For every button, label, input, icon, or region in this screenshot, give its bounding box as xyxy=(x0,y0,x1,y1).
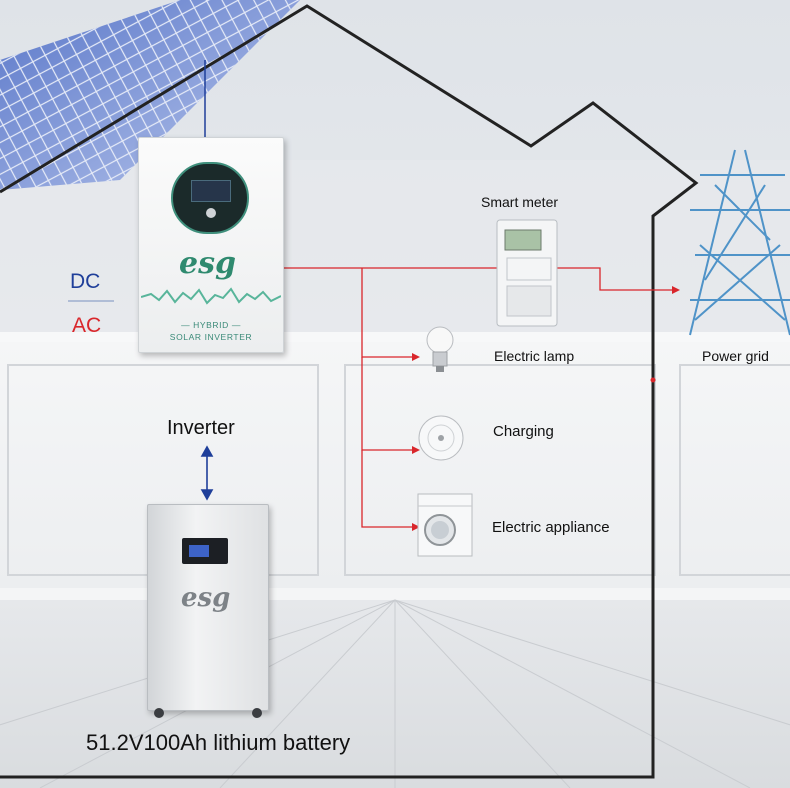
battery-display xyxy=(182,538,228,564)
battery-logo: esg xyxy=(181,583,231,613)
inverter-hybrid-text: — HYBRID — xyxy=(181,320,241,330)
inverter-label: Inverter xyxy=(167,417,235,439)
washing-machine-icon xyxy=(417,493,473,557)
inverter-battery-arrow xyxy=(200,445,214,501)
inverter-logo: esg xyxy=(179,246,236,281)
lithium-battery-unit: esg xyxy=(147,504,269,718)
electric-appliance-label: Electric appliance xyxy=(492,519,610,536)
smart-meter-icon xyxy=(496,219,558,327)
inverter-display xyxy=(171,162,249,234)
hybrid-solar-inverter: esg — HYBRID — SOLAR INVERTER xyxy=(138,137,284,353)
lamp-icon xyxy=(426,326,454,372)
charger-icon xyxy=(418,415,464,461)
smart-meter-label: Smart meter xyxy=(481,194,559,210)
battery-label: 51.2V100Ah lithium battery xyxy=(86,730,351,755)
house-outline xyxy=(0,4,699,779)
power-grid-label: Power grid xyxy=(702,348,769,364)
inverter-wave-graphic xyxy=(141,287,281,305)
electric-lamp-label: Electric lamp xyxy=(494,348,575,364)
inverter-model-text: SOLAR INVERTER xyxy=(169,332,253,342)
solar-panel xyxy=(0,0,300,190)
dc-label: DC xyxy=(70,270,101,293)
power-tower-icon xyxy=(689,149,790,336)
charging-label: Charging xyxy=(493,423,554,440)
ac-label: AC xyxy=(72,314,102,337)
